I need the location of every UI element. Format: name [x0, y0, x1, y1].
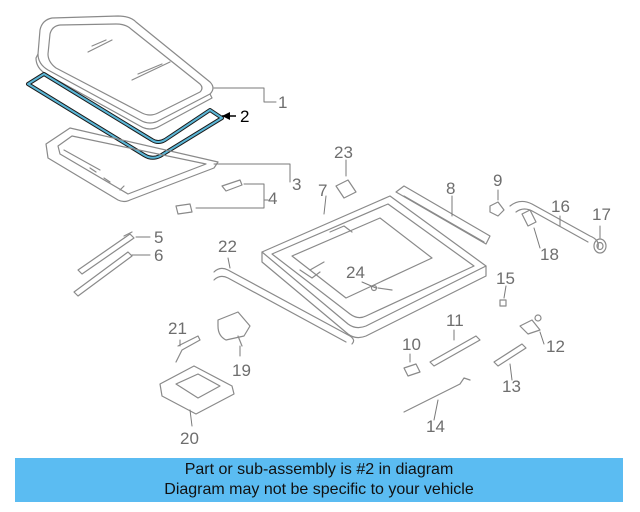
weatherstrip-seal-part-2 — [26, 72, 224, 160]
guide-part-11 — [429, 335, 481, 367]
callout-8: 8 — [446, 179, 455, 198]
callout-3: 3 — [292, 175, 301, 194]
parts-diagram: 1 2 3 4 5 6 7 8 9 10 11 12 13 14 15 16 1… — [26, 15, 611, 448]
rail-part-8 — [395, 185, 491, 245]
leader-lines — [131, 87, 601, 427]
callout-7: 7 — [318, 181, 327, 200]
cable-part-14 — [403, 377, 471, 413]
callout-11: 11 — [446, 311, 464, 330]
callout-2: 2 — [240, 107, 249, 126]
motor-part-19 — [217, 311, 251, 347]
callout-10: 10 — [402, 335, 421, 354]
info-banner: Part or sub-assembly is #2 in diagram Di… — [15, 458, 623, 502]
callout-14: 14 — [426, 417, 445, 436]
callout-17: 17 — [592, 205, 611, 224]
callout-23: 23 — [334, 143, 353, 162]
clip-part-18 — [521, 209, 537, 227]
clip-part-4 — [175, 179, 243, 215]
rail-part-5 — [77, 231, 135, 275]
bolt-part-24 — [370, 284, 393, 292]
grommet-part-17 — [593, 238, 607, 254]
banner-line-1: Part or sub-assembly is #2 in diagram — [184, 461, 454, 478]
callout-16: 16 — [551, 197, 570, 216]
callout-24: 24 — [346, 263, 365, 282]
callout-4: 4 — [268, 189, 277, 208]
banner-line-2: Diagram may not be specific to your vehi… — [164, 481, 474, 498]
callout-22: 22 — [218, 237, 237, 256]
callout-9: 9 — [493, 171, 502, 190]
callout-18: 18 — [540, 245, 559, 264]
callout-13: 13 — [502, 377, 521, 396]
callout-12: 12 — [546, 337, 565, 356]
callout-15: 15 — [496, 269, 515, 288]
callout-19: 19 — [232, 361, 251, 380]
callout-1: 1 — [278, 93, 287, 112]
clip-part-9 — [489, 201, 505, 217]
bracket-plate-part-20 — [159, 365, 235, 415]
glass-panel-part-1 — [35, 15, 214, 130]
callout-21: 21 — [168, 319, 187, 338]
main-frame-part-7 — [261, 195, 487, 339]
rail-part-6 — [73, 251, 133, 297]
callout-6: 6 — [154, 246, 163, 265]
seal-strip-part-22 — [213, 267, 355, 345]
guide-part-13 — [493, 343, 527, 367]
callout-5: 5 — [154, 228, 163, 247]
screw-part-15 — [499, 299, 507, 307]
frame-part-3 — [45, 127, 219, 203]
arrowhead-part-2 — [222, 112, 230, 120]
clip-part-23 — [335, 179, 357, 199]
callout-20: 20 — [180, 429, 199, 448]
pad-part-10 — [403, 363, 421, 377]
handle-part-21 — [175, 335, 201, 363]
bracket-part-12 — [519, 314, 542, 335]
